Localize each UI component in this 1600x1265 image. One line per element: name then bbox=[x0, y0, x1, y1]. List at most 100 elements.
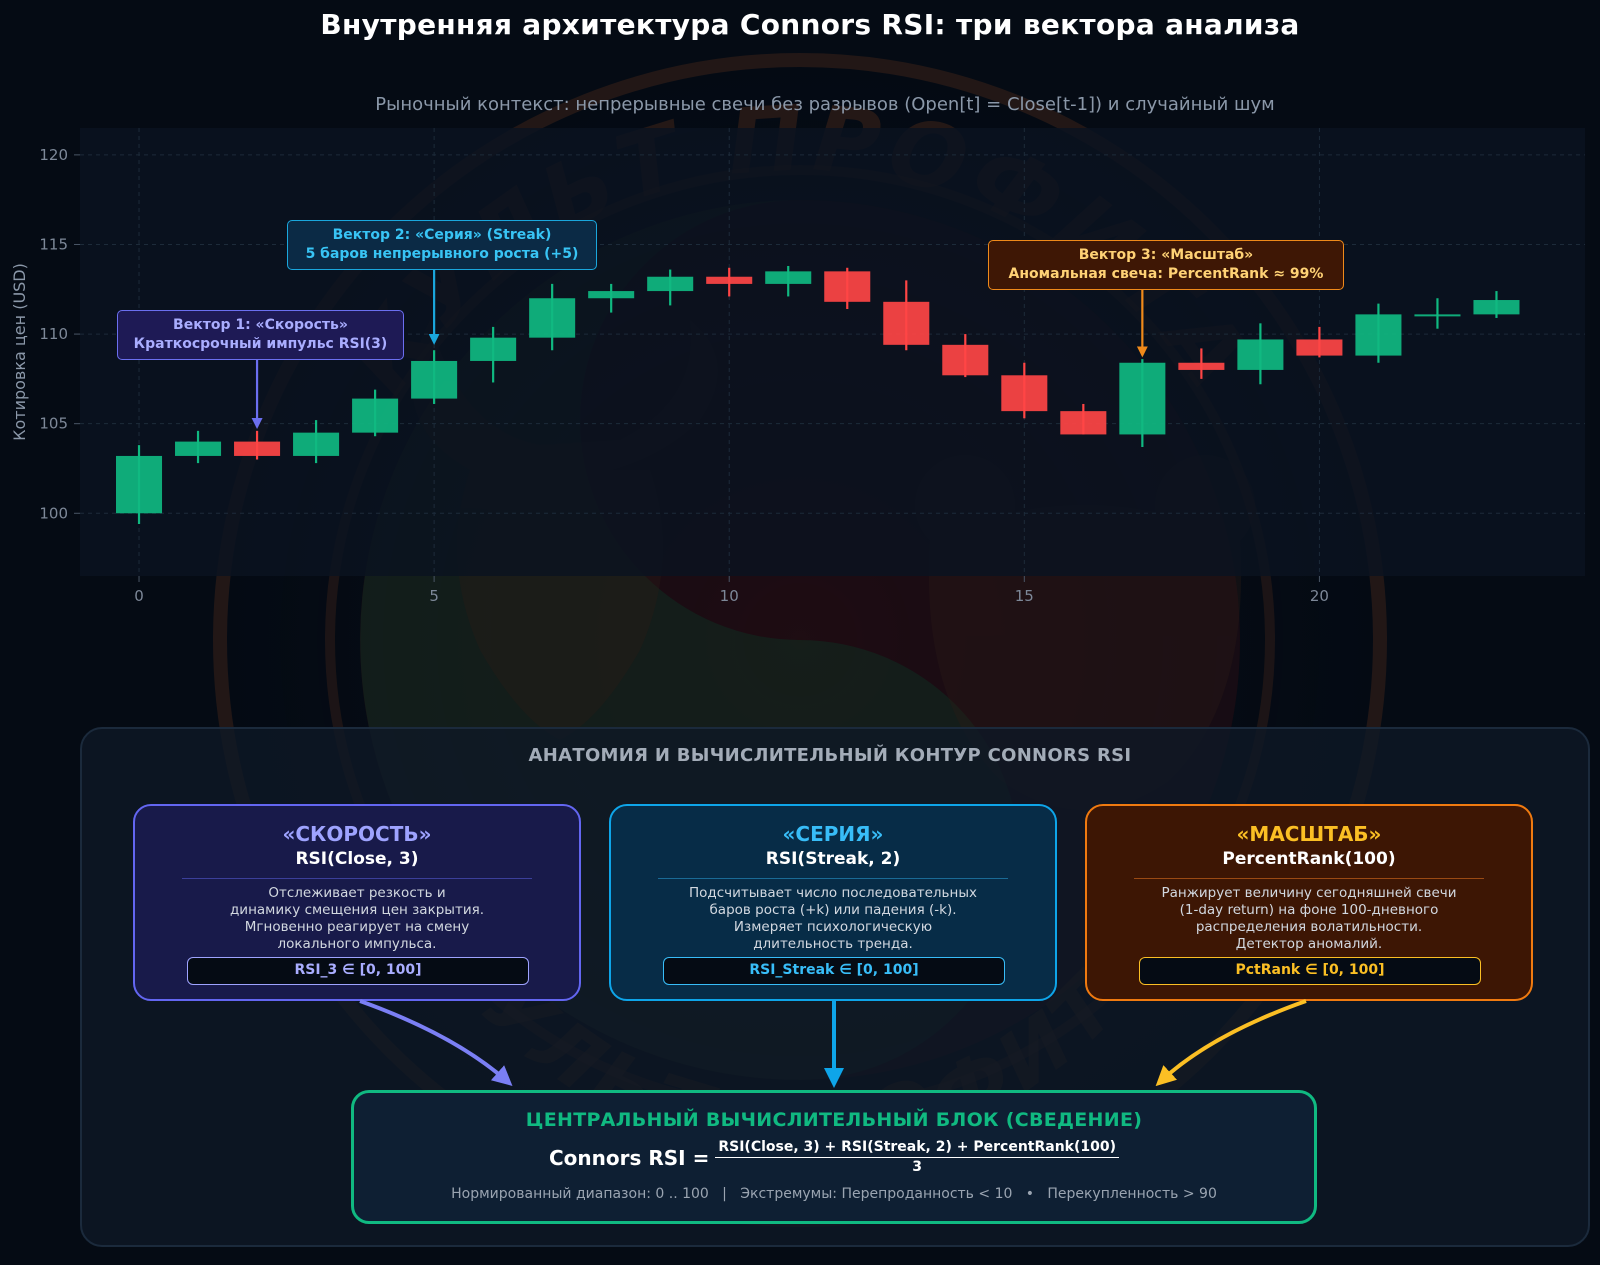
y-axis-label: Котировка цен (USD) bbox=[10, 263, 29, 441]
vector-card-description-line: баров роста (+k) или падения (-k). bbox=[709, 902, 957, 918]
candle bbox=[175, 430, 222, 464]
central-block-title: ЦЕНТРАЛЬНЫЙ ВЫЧИСЛИТЕЛЬНЫЙ БЛОК (СВЕДЕНИ… bbox=[525, 1109, 1143, 1131]
candle-body-up bbox=[1237, 339, 1284, 370]
candle-body-up bbox=[175, 441, 222, 456]
vector-card-title: «СКОРОСТЬ» bbox=[282, 822, 432, 846]
vector-card-streak: «СЕРИЯ» RSI(Streak, 2) Подсчитывает числ… bbox=[609, 804, 1057, 1001]
anatomy-title: АНАТОМИЯ И ВЫЧИСЛИТЕЛЬНЫЙ КОНТУР CONNORS… bbox=[528, 745, 1132, 766]
vector-card-description: Ранжирует величину сегодняшней свечи (1-… bbox=[1087, 885, 1531, 953]
candle bbox=[942, 334, 989, 378]
vector-card-subtitle: PercentRank(100) bbox=[1222, 849, 1396, 869]
candle bbox=[1237, 323, 1284, 385]
vector-card-range: PctRank ∈ [0, 100] bbox=[1139, 957, 1481, 985]
vector-card-title: «СЕРИЯ» bbox=[782, 822, 884, 846]
vector-card-divider bbox=[1134, 878, 1484, 879]
annotation-speed: Вектор 1: «Скорость» Краткосрочный импул… bbox=[117, 310, 404, 360]
candle-body-up bbox=[647, 276, 694, 292]
candle bbox=[1414, 298, 1461, 329]
candle-body-up bbox=[352, 398, 399, 433]
candle bbox=[765, 265, 812, 297]
candle bbox=[1296, 326, 1343, 358]
candle-body-up bbox=[1473, 300, 1520, 315]
x-tick-label: 5 bbox=[429, 587, 439, 605]
candle bbox=[706, 267, 753, 297]
candle bbox=[529, 283, 576, 351]
vector-card-speed: «СКОРОСТЬ» RSI(Close, 3) Отслеживает рез… bbox=[133, 804, 581, 1001]
annotation-speed-line-2: Краткосрочный импульс RSI(3) bbox=[133, 336, 388, 352]
candle bbox=[1060, 403, 1107, 435]
candle bbox=[411, 350, 458, 404]
candle-body-down bbox=[1178, 362, 1225, 370]
vector-card-title: «МАСШТАБ» bbox=[1236, 822, 1382, 846]
central-block: ЦЕНТРАЛЬНЫЙ ВЫЧИСЛИТЕЛЬНЫЙ БЛОК (СВЕДЕНИ… bbox=[351, 1090, 1317, 1224]
candle bbox=[116, 445, 163, 525]
candle bbox=[1355, 303, 1402, 363]
central-block-footer: Нормированный диапазон: 0 .. 100 | Экстр… bbox=[451, 1186, 1217, 1202]
vector-card-description-line: (1-day return) на фоне 100-дневного bbox=[1179, 902, 1439, 918]
candle-body-down bbox=[706, 276, 753, 284]
candle-body-up bbox=[1119, 362, 1166, 435]
chart-subtitle: Рыночный контекст: непрерывные свечи без… bbox=[375, 94, 1275, 115]
candle-body-down bbox=[234, 441, 281, 456]
page-title: Внутренняя архитектура Connors RSI: три … bbox=[320, 8, 1300, 41]
vector-card-description: Подсчитывает число последовательных баро… bbox=[611, 885, 1055, 953]
formula-numerator: RSI(Close, 3) + RSI(Streak, 2) + Percent… bbox=[715, 1139, 1119, 1158]
y-tick-label: 120 bbox=[39, 146, 68, 164]
vector-card-subtitle: RSI(Close, 3) bbox=[295, 849, 419, 869]
vector-card-description-line: Измеряет психологическую bbox=[733, 919, 933, 935]
candle-body-down bbox=[1001, 375, 1048, 412]
vector-card-description-line: Детектор аномалий. bbox=[1235, 936, 1383, 952]
vector-card-divider bbox=[658, 878, 1008, 879]
candle-body-up bbox=[588, 291, 635, 299]
vector-card-range: RSI_3 ∈ [0, 100] bbox=[187, 957, 529, 985]
candle-body-down bbox=[1296, 339, 1343, 356]
candle bbox=[883, 280, 930, 351]
annotation-streak-line-1: Вектор 2: «Серия» (Streak) bbox=[332, 227, 552, 243]
candle bbox=[647, 269, 694, 306]
vector-card-description-line: локального импульса. bbox=[277, 936, 437, 952]
candle-body-up bbox=[470, 337, 517, 361]
x-tick-label: 10 bbox=[720, 587, 739, 605]
candle bbox=[293, 420, 340, 464]
candle-body-down bbox=[1060, 411, 1107, 435]
candle bbox=[1178, 348, 1225, 379]
candle bbox=[352, 389, 399, 437]
y-tick-label: 110 bbox=[39, 325, 68, 343]
candle-body-up bbox=[1414, 314, 1461, 317]
x-tick-label: 15 bbox=[1015, 587, 1034, 605]
annotation-arrows bbox=[251, 267, 1148, 430]
y-tick-label: 100 bbox=[39, 504, 68, 522]
candle-body-down bbox=[942, 344, 989, 376]
candle-body-up bbox=[1355, 314, 1402, 356]
vector-card-description-line: Ранжирует величину сегодняшней свечи bbox=[1161, 885, 1457, 901]
annotation-scale-line-2: Аномальная свеча: PercentRank ≈ 99% bbox=[1008, 266, 1324, 282]
candle-body-up bbox=[116, 455, 163, 514]
vector-card-description-line: Мгновенно реагирует на смену bbox=[244, 919, 470, 935]
formula-lhs: Connors RSI = bbox=[549, 1145, 710, 1170]
candle bbox=[1001, 362, 1048, 419]
vector-card-subtitle: RSI(Streak, 2) bbox=[765, 849, 901, 869]
annotation-streak: Вектор 2: «Серия» (Streak) 5 баров непре… bbox=[287, 220, 597, 270]
connors-rsi-formula: Connors RSI = RSI(Close, 3) + RSI(Streak… bbox=[354, 1139, 1314, 1176]
vector-card-description-line: распределения волатильности. bbox=[1195, 919, 1423, 935]
candle-body-down bbox=[883, 301, 930, 345]
candle bbox=[470, 326, 517, 383]
candle-body-up bbox=[411, 360, 458, 399]
vector-card-description-line: динамику смещения цен закрытия. bbox=[229, 902, 485, 918]
vector-card-divider bbox=[182, 878, 532, 879]
formula-fraction: RSI(Close, 3) + RSI(Streak, 2) + Percent… bbox=[715, 1139, 1119, 1176]
formula-denominator: 3 bbox=[912, 1159, 923, 1175]
candle-body-up bbox=[293, 432, 340, 456]
vector-card-description-line: Отслеживает резкость и bbox=[268, 885, 446, 901]
vector-card-description: Отслеживает резкость и динамику смещения… bbox=[135, 885, 579, 953]
vector-card-scale: «МАСШТАБ» PercentRank(100) Ранжирует вел… bbox=[1085, 804, 1533, 1001]
candle bbox=[1119, 359, 1166, 447]
x-tick-label: 20 bbox=[1310, 587, 1329, 605]
y-tick-label: 105 bbox=[39, 415, 68, 433]
candle-body-up bbox=[765, 271, 812, 284]
candle bbox=[234, 430, 281, 460]
candle-body-down bbox=[824, 271, 871, 302]
candles bbox=[116, 265, 1520, 525]
